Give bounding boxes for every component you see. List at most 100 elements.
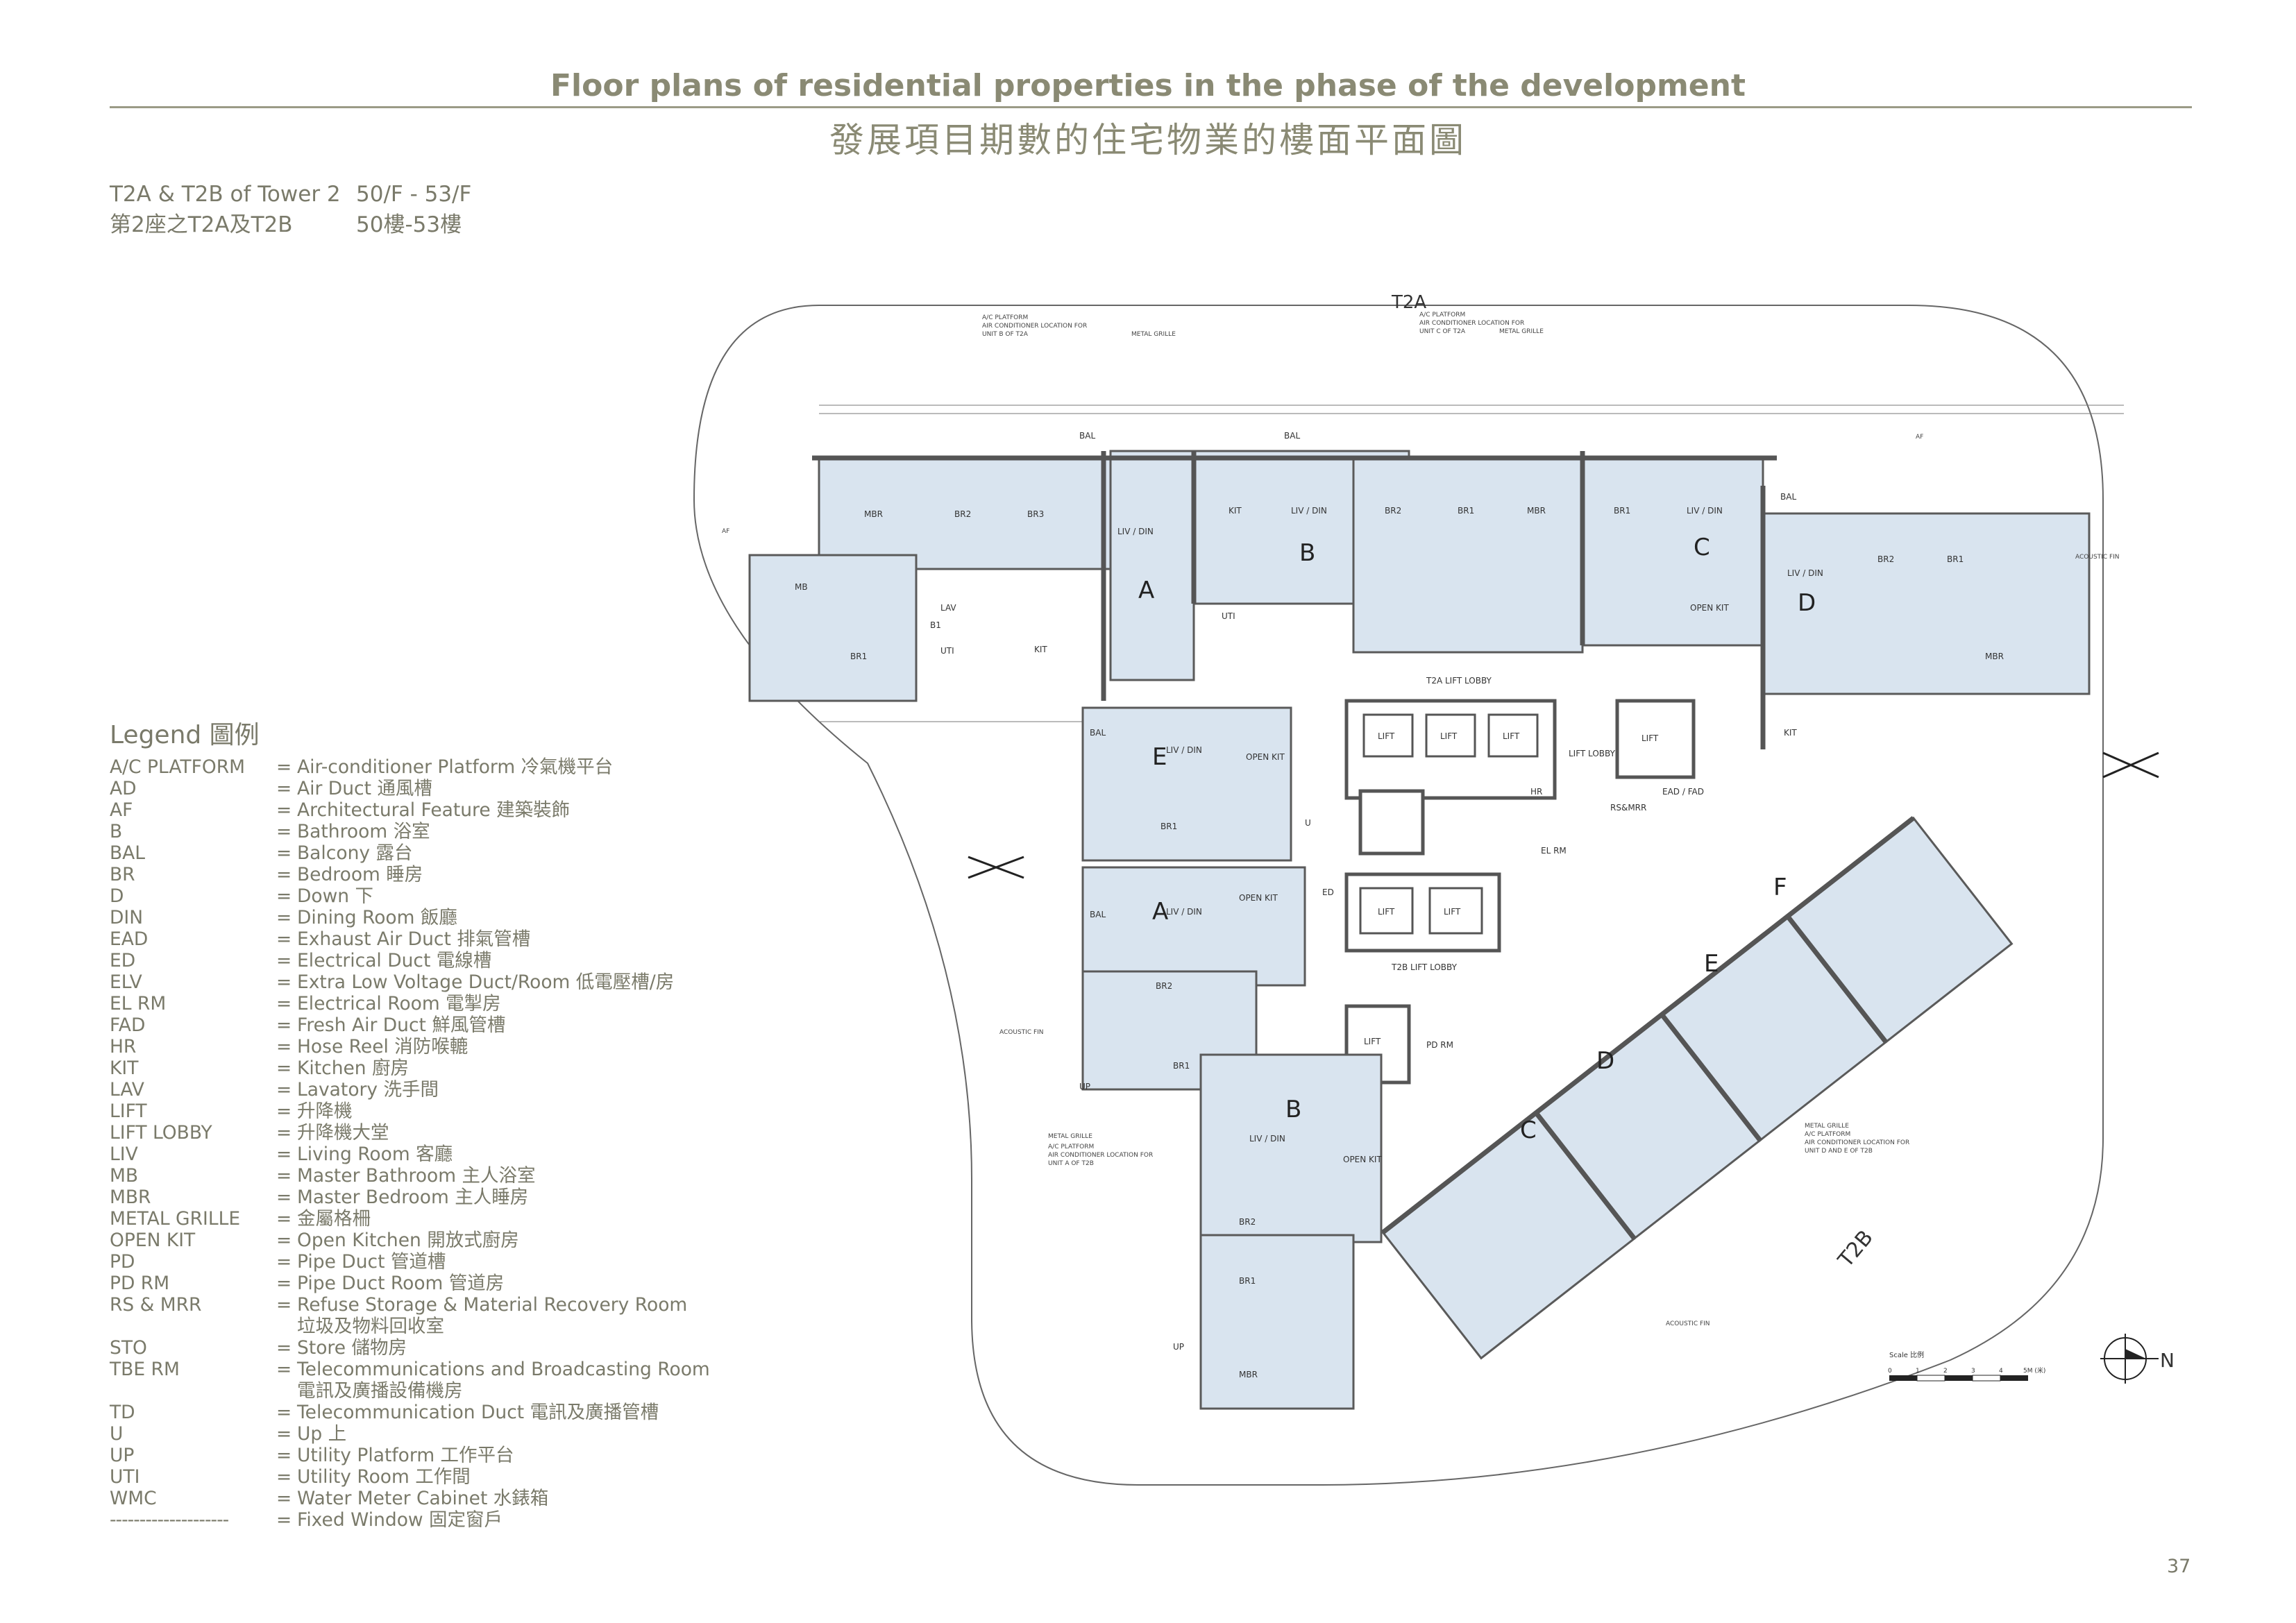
legend-equals: = bbox=[276, 1057, 292, 1079]
legend-abbr: KIT bbox=[110, 1057, 139, 1079]
legend-item: WMC=Water Meter Cabinet 水錶箱 bbox=[110, 1488, 797, 1509]
legend-desc: Up 上 bbox=[297, 1423, 797, 1445]
lift-lobby-box bbox=[1615, 699, 1696, 779]
lift-label-2: LIFT bbox=[1440, 731, 1458, 741]
legend-equals: = bbox=[276, 1488, 292, 1509]
legend-abbr: UTI bbox=[110, 1466, 140, 1488]
hr-label: HR bbox=[1530, 787, 1542, 797]
legend-desc-line: Architectural Feature 建築裝飾 bbox=[297, 799, 571, 821]
scale-segment-3 bbox=[1945, 1375, 1973, 1381]
legend-list: A/C PLATFORM=Air-conditioner Platform 冷氣… bbox=[110, 756, 797, 1531]
legend-equals: = bbox=[276, 1036, 292, 1057]
t2a-unit-e bbox=[1081, 706, 1292, 862]
legend-desc: Pipe Duct 管道槽 bbox=[297, 1251, 797, 1273]
ead-fad-label: EAD / FAD bbox=[1662, 787, 1704, 797]
legend-item: MB=Master Bathroom 主人浴室 bbox=[110, 1165, 797, 1187]
lift-car-4 bbox=[1359, 887, 1414, 935]
floors-label-en: 50/F - 53/F bbox=[356, 182, 472, 207]
legend-desc-line: Fixed Window 固定窗戶 bbox=[297, 1509, 503, 1531]
legend-abbr: METAL GRILLE bbox=[110, 1208, 241, 1230]
t2a-lift-lobby-label: T2A LIFT LOBBY bbox=[1426, 676, 1492, 686]
legend-equals: = bbox=[276, 1402, 292, 1423]
legend-item: B=Bathroom 浴室 bbox=[110, 821, 797, 842]
room-uti-t2a-a: UTI bbox=[940, 646, 954, 656]
legend-item: BAL=Balcony 露台 bbox=[110, 842, 797, 864]
legend-desc-line: Telecommunication Duct 電訊及廣播管槽 bbox=[297, 1402, 659, 1423]
legend-item: KIT =Kitchen 廚房 bbox=[110, 1057, 797, 1079]
scale-label: Scale 比例 bbox=[1889, 1350, 1924, 1359]
room-br1-t2b-a: BR1 bbox=[1173, 1061, 1190, 1071]
scale-tick-1: 1 bbox=[1916, 1368, 1920, 1375]
unit-label-t2b-e: E bbox=[1704, 950, 1719, 978]
legend-abbr: U bbox=[110, 1423, 124, 1445]
note-ac-platform-t2a-b: A/C PLATFORM bbox=[982, 314, 1028, 321]
room-br1-t2a-e: BR1 bbox=[1160, 822, 1177, 831]
rs-mrr-label: RS&MRR bbox=[1610, 803, 1646, 813]
legend-equals: = bbox=[276, 778, 292, 799]
room-kit-t2a-d: KIT bbox=[1784, 728, 1797, 738]
legend-desc-line: Kitchen 廚房 bbox=[297, 1057, 410, 1079]
legend-desc: Master Bedroom 主人睡房 bbox=[297, 1187, 797, 1208]
legend-item: LIV=Living Room 客廳 bbox=[110, 1144, 797, 1165]
room-mb-t2a-a: MB bbox=[795, 582, 808, 592]
grid-marker-left bbox=[968, 856, 1024, 879]
legend-item: ELV=Extra Low Voltage Duct/Room 低電壓槽/房 bbox=[110, 971, 797, 993]
note-metal-grille-top: METAL GRILLE bbox=[1131, 331, 1176, 338]
tower-t2a-label: T2A bbox=[1391, 292, 1426, 313]
legend-equals: = bbox=[276, 1251, 292, 1273]
note-unit-b-t2a: UNIT B OF T2A bbox=[982, 331, 1029, 338]
legend-equals: = bbox=[276, 1337, 292, 1359]
unit-label-t2a-b: B bbox=[1299, 539, 1315, 567]
legend-item: TBE RM=Telecommunications and Broadcasti… bbox=[110, 1359, 797, 1402]
legend-abbr: LIFT LOBBY bbox=[110, 1122, 212, 1144]
room-bal-t2a-a: BAL bbox=[1079, 431, 1095, 441]
legend-equals: = bbox=[276, 1187, 292, 1208]
scale-segment-4 bbox=[1972, 1375, 2001, 1382]
legend-item: UP=Utility Platform 工作平台 bbox=[110, 1445, 797, 1466]
legend-abbr: UP bbox=[110, 1445, 135, 1466]
legend-desc-line: Air-conditioner Platform 冷氣機平台 bbox=[297, 756, 614, 778]
legend-equals: = bbox=[276, 971, 292, 993]
room-livdin-t2b-b: LIV / DIN bbox=[1249, 1134, 1285, 1144]
legend-desc: Air-conditioner Platform 冷氣機平台 bbox=[297, 756, 797, 778]
legend-item: LIFT=升降機 bbox=[110, 1101, 797, 1122]
tower-t2a-wing bbox=[748, 450, 2091, 862]
legend-abbr: PD RM bbox=[110, 1273, 170, 1294]
legend-item: EAD=Exhaust Air Duct 排氣管槽 bbox=[110, 928, 797, 950]
legend-equals: = bbox=[276, 1165, 292, 1187]
legend-item: PD RM=Pipe Duct Room 管道房 bbox=[110, 1273, 797, 1294]
legend-desc: Electrical Room 電掣房 bbox=[297, 993, 797, 1014]
legend-desc: Electrical Duct 電線槽 bbox=[297, 950, 797, 971]
title-divider bbox=[110, 106, 2192, 108]
scale-tick-3: 3 bbox=[1971, 1368, 1975, 1375]
tower-floor-subtitle: T2A & T2B of Tower 2 50/F - 53/F 第2座之T2A… bbox=[110, 179, 471, 240]
legend-equals: = bbox=[276, 1273, 292, 1294]
legend-equals: = bbox=[276, 864, 292, 885]
room-livdin-t2a-b: LIV / DIN bbox=[1291, 506, 1327, 516]
legend-desc-line: Telecommunications and Broadcasting Room bbox=[297, 1359, 710, 1380]
legend-desc-line: Hose Reel 消防喉轆 bbox=[297, 1036, 469, 1057]
legend-desc: Kitchen 廚房 bbox=[297, 1057, 797, 1079]
legend-desc-line: Electrical Room 電掣房 bbox=[297, 993, 501, 1014]
legend-abbr: FAD bbox=[110, 1014, 146, 1036]
legend-desc: Living Room 客廳 bbox=[297, 1144, 797, 1165]
note-aircon-t2b-a: AIR CONDITIONER LOCATION FOR bbox=[1048, 1152, 1153, 1159]
legend-item: UTI=Utility Room 工作間 bbox=[110, 1466, 797, 1488]
legend-abbr: AF bbox=[110, 799, 133, 821]
legend-item: FAD=Fresh Air Duct 鮮風管槽 bbox=[110, 1014, 797, 1036]
t2a-unit-d bbox=[1762, 512, 2091, 695]
legend-abbr: B bbox=[110, 821, 123, 842]
note-unit-de-t2b: UNIT D AND E OF T2B bbox=[1805, 1148, 1873, 1155]
legend-desc: Bathroom 浴室 bbox=[297, 821, 797, 842]
legend-item: PD=Pipe Duct 管道槽 bbox=[110, 1251, 797, 1273]
legend-desc-line: Electrical Duct 電線槽 bbox=[297, 950, 492, 971]
legend-desc: Exhaust Air Duct 排氣管槽 bbox=[297, 928, 797, 950]
legend-equals: = bbox=[276, 1294, 292, 1316]
lift-car-1 bbox=[1362, 713, 1414, 758]
legend-abbr: EAD bbox=[110, 928, 149, 950]
legend-desc: Architectural Feature 建築裝飾 bbox=[297, 799, 797, 821]
room-uti-t2a-b: UTI bbox=[1222, 611, 1235, 621]
legend-desc-line: Dining Room 飯廳 bbox=[297, 907, 457, 928]
legend-abbr: TBE RM bbox=[110, 1359, 180, 1380]
legend-equals: = bbox=[276, 950, 292, 971]
